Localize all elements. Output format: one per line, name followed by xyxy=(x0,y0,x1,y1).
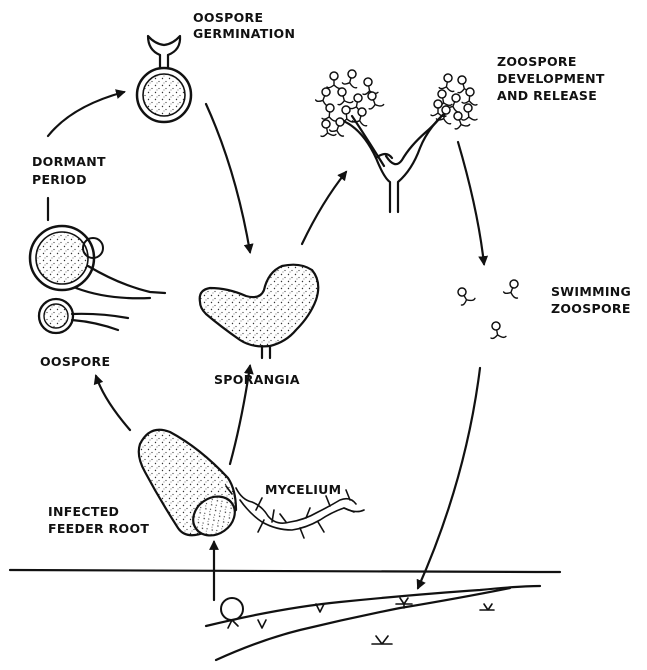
zoospore xyxy=(461,103,477,121)
zoospore xyxy=(322,103,338,121)
oospore-pair xyxy=(30,198,165,333)
svg-text:ZOOSPORE: ZOOSPORE xyxy=(551,301,631,316)
svg-text:AND RELEASE: AND RELEASE xyxy=(497,88,597,103)
germinating-oospore xyxy=(137,36,191,122)
zoospore xyxy=(462,87,478,105)
zoospore xyxy=(450,110,470,131)
zoospore xyxy=(488,321,506,340)
svg-text:OOSPORE: OOSPORE xyxy=(193,10,263,25)
encysted-zoospore xyxy=(221,598,243,628)
released-zoospores-left xyxy=(315,68,384,137)
label-oospore-germination: OOSPORE GERMINATION xyxy=(193,10,295,41)
zoospore xyxy=(318,119,336,138)
zoospore xyxy=(342,68,361,88)
svg-text:SWIMMING: SWIMMING xyxy=(551,284,631,299)
zoospore xyxy=(334,86,353,106)
zoospore xyxy=(503,278,523,299)
zoospore-release-structure xyxy=(341,112,446,212)
svg-text:FEEDER ROOT: FEEDER ROOT xyxy=(48,521,149,536)
soil-surface xyxy=(10,570,560,660)
svg-text:GERMINATION: GERMINATION xyxy=(193,26,295,41)
svg-text:PERIOD: PERIOD xyxy=(32,172,87,187)
zoospore xyxy=(327,72,342,89)
label-zoospore-development: ZOOSPORE DEVELOPMENT AND RELEASE xyxy=(497,54,605,103)
swimming-zoospores xyxy=(454,278,523,340)
zoospore xyxy=(352,106,371,126)
zoospore xyxy=(315,86,335,107)
svg-text:ZOOSPORE: ZOOSPORE xyxy=(497,54,577,69)
svg-text:DEVELOPMENT: DEVELOPMENT xyxy=(497,71,605,86)
zoospore xyxy=(439,73,457,92)
sporangium xyxy=(200,265,319,358)
zoospore xyxy=(454,285,475,307)
svg-text:DORMANT: DORMANT xyxy=(32,154,106,169)
label-dormant-period: DORMANT PERIOD xyxy=(32,154,106,187)
label-swimming-zoospore: SWIMMING ZOOSPORE xyxy=(551,284,631,316)
svg-text:INFECTED: INFECTED xyxy=(48,504,119,519)
label-sporangia: SPORANGIA xyxy=(214,372,300,387)
label-infected-feeder-root: INFECTED FEEDER ROOT xyxy=(48,504,149,536)
label-oospore: OOSPORE xyxy=(40,354,110,369)
label-mycelium: MYCELIUM xyxy=(265,482,341,497)
